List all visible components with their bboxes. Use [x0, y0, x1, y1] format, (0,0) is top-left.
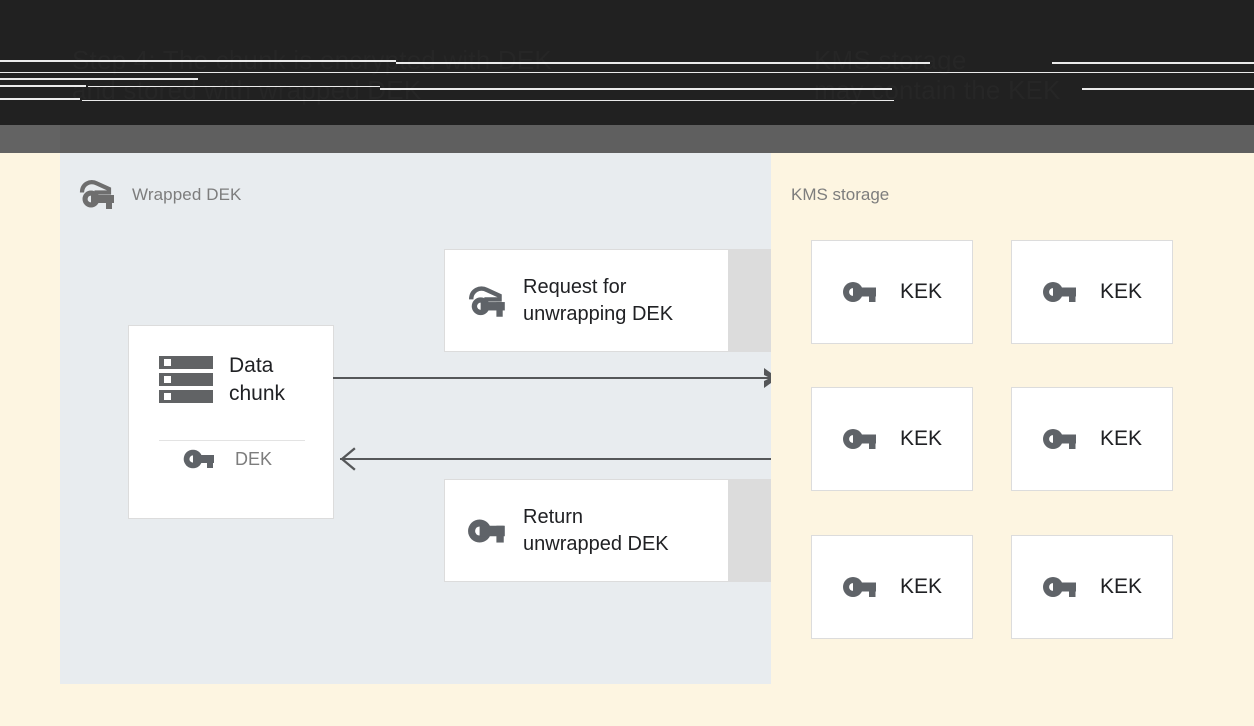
return-card-inner: Return unwrapped DEK [445, 504, 669, 558]
request-card-inner: Request for unwrapping DEK [445, 274, 673, 328]
kek-card[interactable]: KEK [1011, 240, 1173, 344]
capture-artifact-line [0, 60, 396, 62]
kek-card[interactable]: KEK [1011, 535, 1173, 639]
wrapped-key-icon [467, 285, 509, 317]
key-icon [467, 516, 509, 546]
kek-card-label: KEK [1099, 280, 1143, 303]
wrapped-dek-panel: Wrapped DEK Data chunk [60, 153, 771, 684]
toolbar-band-left [0, 125, 60, 153]
capture-artifact-line [0, 98, 80, 100]
kek-card-label: KEK [899, 280, 943, 303]
capture-artifact-line [0, 78, 198, 80]
return-arrow-head [338, 447, 360, 471]
kek-card-label: KEK [899, 427, 943, 450]
kek-card-label: KEK [1099, 575, 1143, 598]
wrapped-key-icon [78, 179, 118, 209]
data-chunk-title: Data chunk [229, 354, 286, 405]
data-chunk-dek-row: DEK [129, 408, 333, 470]
key-icon [183, 448, 217, 470]
key-icon [842, 574, 880, 600]
return-arrow-line [340, 458, 771, 460]
request-card-label: Request for unwrapping DEK [523, 275, 674, 325]
key-icon [1042, 279, 1080, 305]
request-card-edge-pad [729, 249, 771, 352]
data-chunk-divider [159, 440, 305, 441]
capture-artifact-line [88, 86, 380, 87]
capture-artifact-line [1082, 88, 1254, 90]
header-title-line-2: and stored with wrapped DEK [72, 75, 422, 105]
dark-header-bar: Step 4: The chunk is encrypted with DEK … [0, 0, 1254, 125]
kek-card-label: KEK [1099, 427, 1143, 450]
header-right-block: KMS storage may contain the KEK [814, 47, 1094, 103]
request-unwrap-card[interactable]: Request for unwrapping DEK [444, 249, 729, 352]
request-arrow-line [333, 377, 771, 379]
header-title-block: Step 4: The chunk is encrypted with DEK … [72, 47, 1092, 103]
capture-artifact-line [0, 72, 1254, 73]
kms-storage-title: KMS storage [791, 185, 890, 204]
key-icon [1042, 426, 1080, 452]
key-icon [842, 426, 880, 452]
capture-artifact-line [396, 62, 930, 64]
header-right-line-1: KMS storage [814, 45, 967, 75]
kek-card-label: KEK [899, 575, 943, 598]
capture-artifact-line [0, 85, 86, 87]
kek-card[interactable]: KEK [811, 387, 973, 491]
capture-artifact-line [82, 100, 894, 101]
wrapped-dek-panel-title: Wrapped DEK [132, 185, 242, 204]
server-storage-icon [159, 354, 213, 406]
kek-card[interactable]: KEK [811, 535, 973, 639]
kek-card[interactable]: KEK [1011, 387, 1173, 491]
data-chunk-dek-label: DEK [235, 449, 273, 469]
kek-card[interactable]: KEK [811, 240, 973, 344]
return-unwrapped-card[interactable]: Return unwrapped DEK [444, 479, 729, 582]
key-icon [1042, 574, 1080, 600]
return-card-label: Return unwrapped DEK [523, 505, 669, 555]
return-card-edge-pad [729, 479, 771, 582]
header-right-line-2: may contain the KEK [814, 75, 1061, 105]
data-chunk-header: Data chunk [129, 326, 333, 408]
diagram-canvas: Wrapped DEK Data chunk [0, 153, 1254, 726]
data-chunk-card[interactable]: Data chunk DEK [128, 325, 334, 519]
capture-artifact-line [380, 88, 892, 90]
capture-artifact-line [1052, 62, 1254, 64]
toolbar-band [60, 125, 1254, 153]
key-icon [842, 279, 880, 305]
